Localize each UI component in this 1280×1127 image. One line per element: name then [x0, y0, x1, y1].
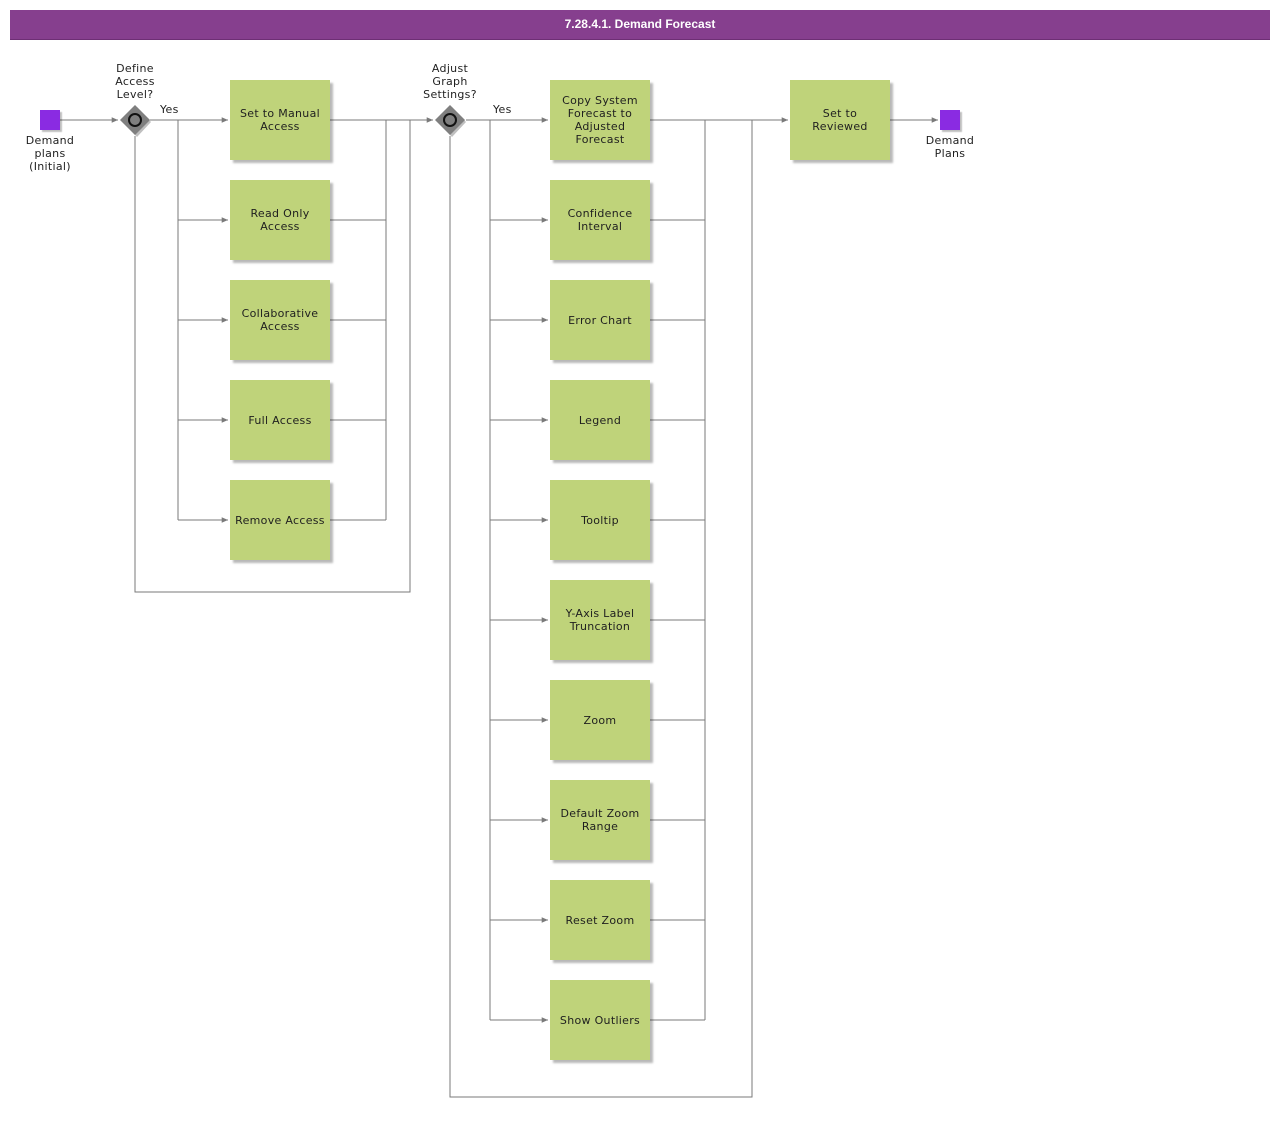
flow-gateway-access-no-bypass: [134, 120, 411, 593]
gateway-graph-label: Adjust Graph Settings?: [423, 62, 477, 101]
gateway-graph-yes-label: Yes: [493, 103, 512, 116]
flow-gateway-graph-no-bypass: [449, 120, 753, 1098]
task-set-manual-access[interactable]: Set to Manual Access: [230, 80, 330, 160]
task-full-access[interactable]: Full Access: [230, 380, 330, 460]
task-confidence-interval[interactable]: Confidence Interval: [550, 180, 650, 260]
task-legend[interactable]: Legend: [550, 380, 650, 460]
task-set-to-reviewed[interactable]: Set to Reviewed: [790, 80, 890, 160]
gateway-access-yes-label: Yes: [160, 103, 179, 116]
diagram-title: 7.28.4.1. Demand Forecast: [10, 10, 1270, 40]
task-remove-access[interactable]: Remove Access: [230, 480, 330, 560]
flow-graph-merge-trunk: [650, 119, 706, 1020]
start-event[interactable]: [40, 110, 60, 130]
gateway-access-diamond[interactable]: [120, 105, 151, 137]
task-error-chart[interactable]: Error Chart: [550, 280, 650, 360]
task-read-only-access[interactable]: Read Only Access: [230, 180, 330, 260]
gateway-graph-diamond[interactable]: [435, 105, 466, 137]
task-reset-zoom[interactable]: Reset Zoom: [550, 880, 650, 960]
end-event-label: Demand Plans: [925, 134, 975, 160]
gateway-access-label: Define Access Level?: [115, 62, 155, 101]
task-tooltip[interactable]: Tooltip: [550, 480, 650, 560]
task-collaborative-access[interactable]: Collaborative Access: [230, 280, 330, 360]
task-show-outliers[interactable]: Show Outliers: [550, 980, 650, 1060]
task-zoom[interactable]: Zoom: [550, 680, 650, 760]
start-event-label: Demand plans (Initial): [25, 134, 75, 173]
task-copy-system-forecast[interactable]: Copy System Forecast to Adjusted Forecas…: [550, 80, 650, 160]
task-y-axis-label-truncation[interactable]: Y-Axis Label Truncation: [550, 580, 650, 660]
end-event[interactable]: [940, 110, 960, 130]
task-default-zoom-range[interactable]: Default Zoom Range: [550, 780, 650, 860]
